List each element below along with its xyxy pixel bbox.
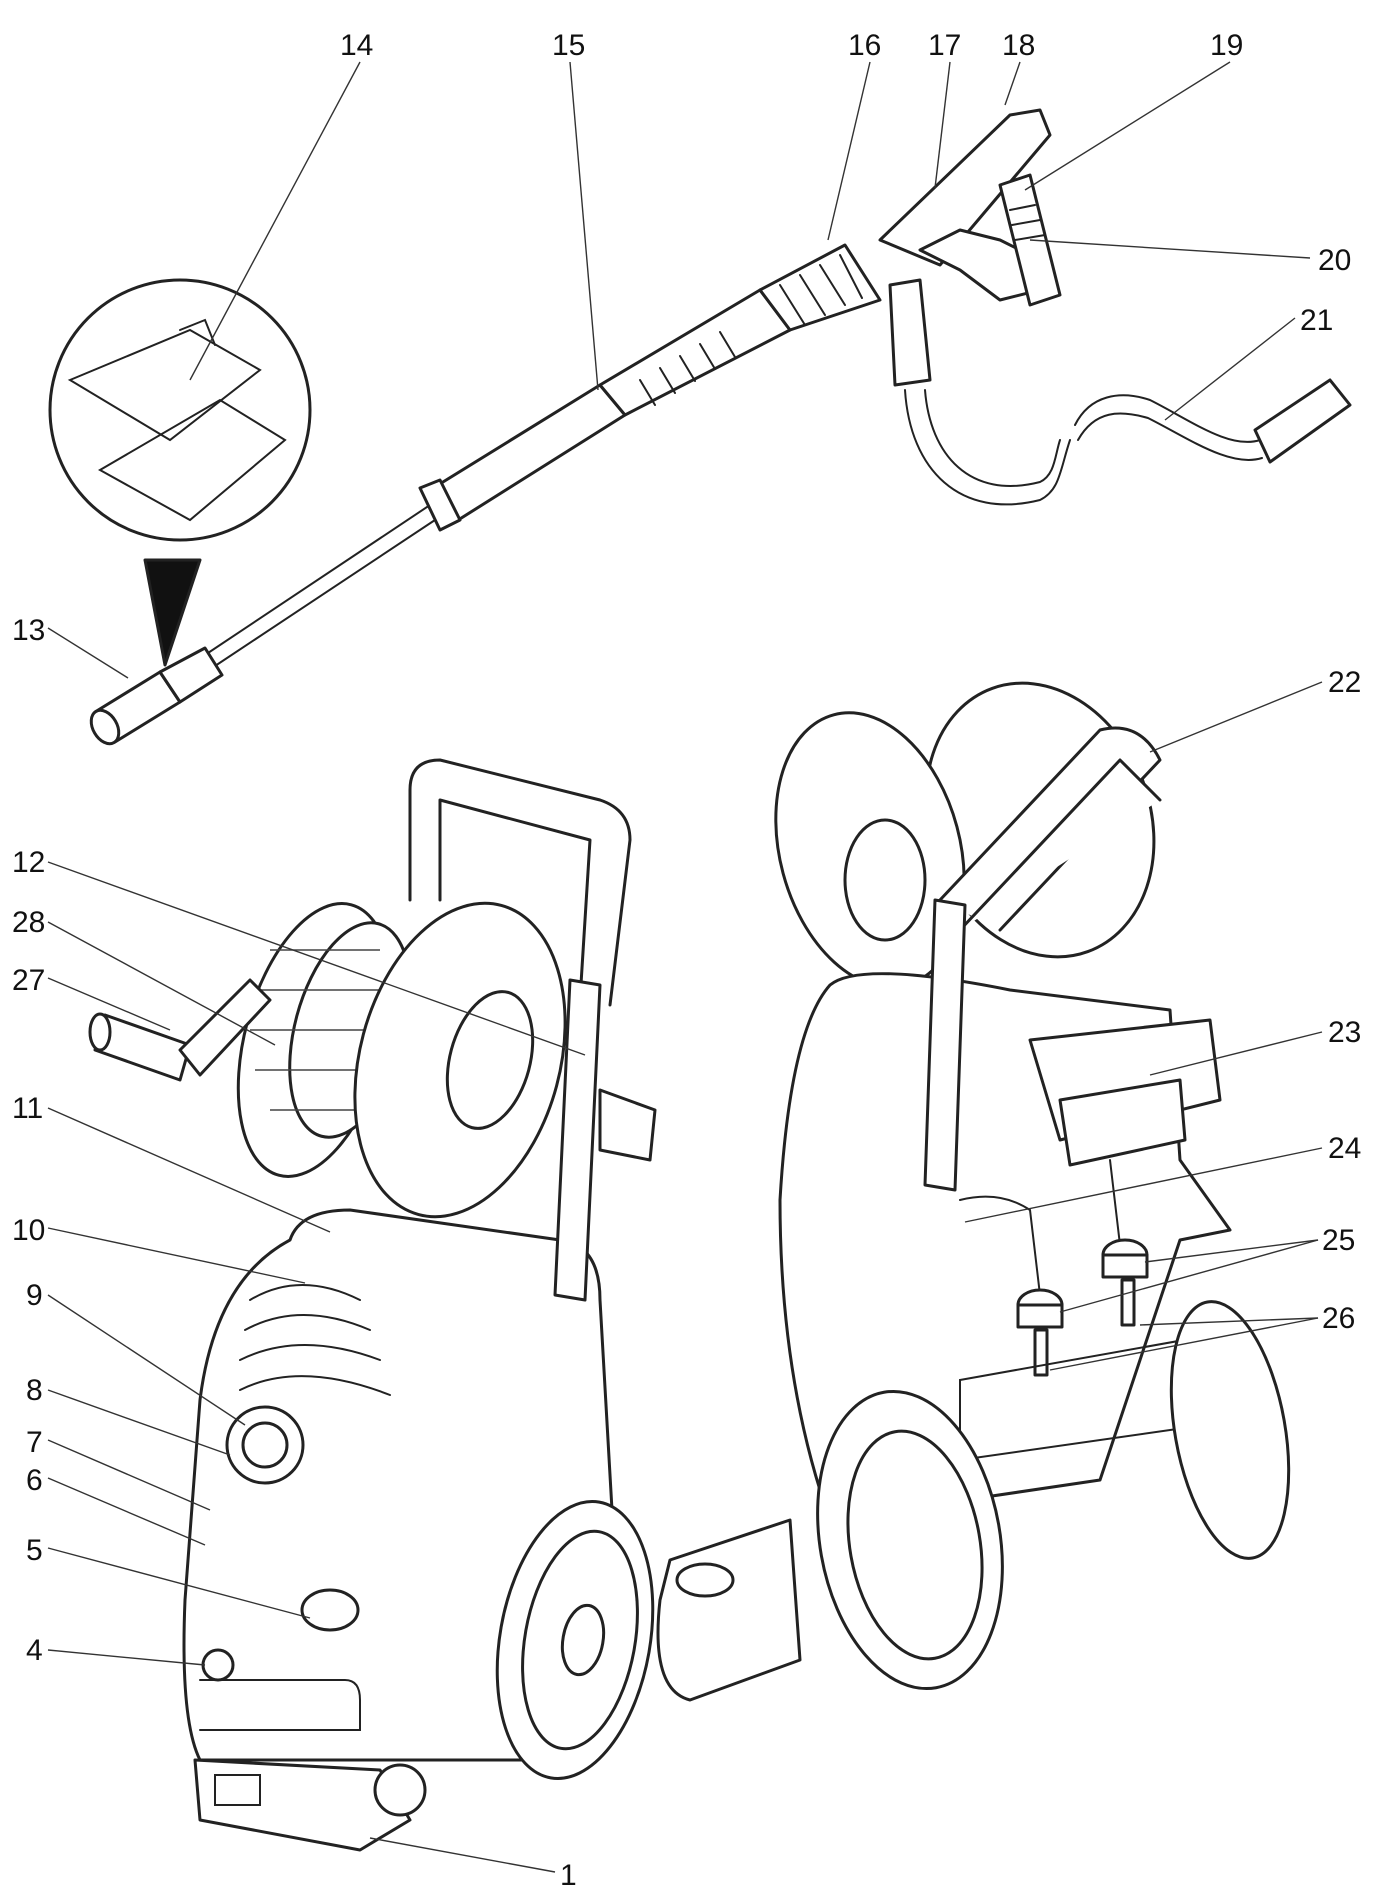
callout-13: 13 bbox=[12, 614, 45, 647]
callout-19: 19 bbox=[1210, 29, 1243, 62]
callout-24: 24 bbox=[1328, 1132, 1361, 1165]
callout-25: 25 bbox=[1322, 1224, 1355, 1257]
callout-4: 4 bbox=[26, 1634, 43, 1667]
callout-16: 16 bbox=[848, 29, 881, 62]
callout-8: 8 bbox=[26, 1374, 43, 1407]
callout-26: 26 bbox=[1322, 1302, 1355, 1335]
callout-27: 27 bbox=[12, 964, 45, 997]
callout-15: 15 bbox=[552, 29, 585, 62]
pressure-washer-front-view bbox=[88, 758, 657, 1852]
callout-17: 17 bbox=[928, 29, 961, 62]
callout-6: 6 bbox=[26, 1464, 43, 1497]
callout-10: 10 bbox=[12, 1214, 45, 1247]
callout-23: 23 bbox=[1328, 1016, 1361, 1049]
callout-1: 1 bbox=[560, 1859, 577, 1892]
callout-14: 14 bbox=[340, 29, 373, 62]
detail-magnifier bbox=[48, 278, 312, 667]
callout-7: 7 bbox=[26, 1426, 43, 1459]
callout-9: 9 bbox=[26, 1279, 43, 1312]
callout-numbers: 14 15 16 17 18 19 20 21 13 22 12 28 27 2… bbox=[12, 29, 1361, 1892]
leader-lines bbox=[47, 61, 1323, 1873]
callout-21: 21 bbox=[1300, 304, 1333, 337]
callout-5: 5 bbox=[26, 1534, 43, 1567]
callout-22: 22 bbox=[1328, 666, 1361, 699]
pressure-washer-rear-view bbox=[656, 681, 1291, 1702]
callout-18: 18 bbox=[1002, 29, 1035, 62]
callout-11: 11 bbox=[12, 1092, 43, 1125]
callout-12: 12 bbox=[12, 846, 45, 879]
callout-28: 28 bbox=[12, 906, 45, 939]
spray-lance-assembly bbox=[89, 108, 1352, 746]
callout-20: 20 bbox=[1318, 244, 1351, 277]
